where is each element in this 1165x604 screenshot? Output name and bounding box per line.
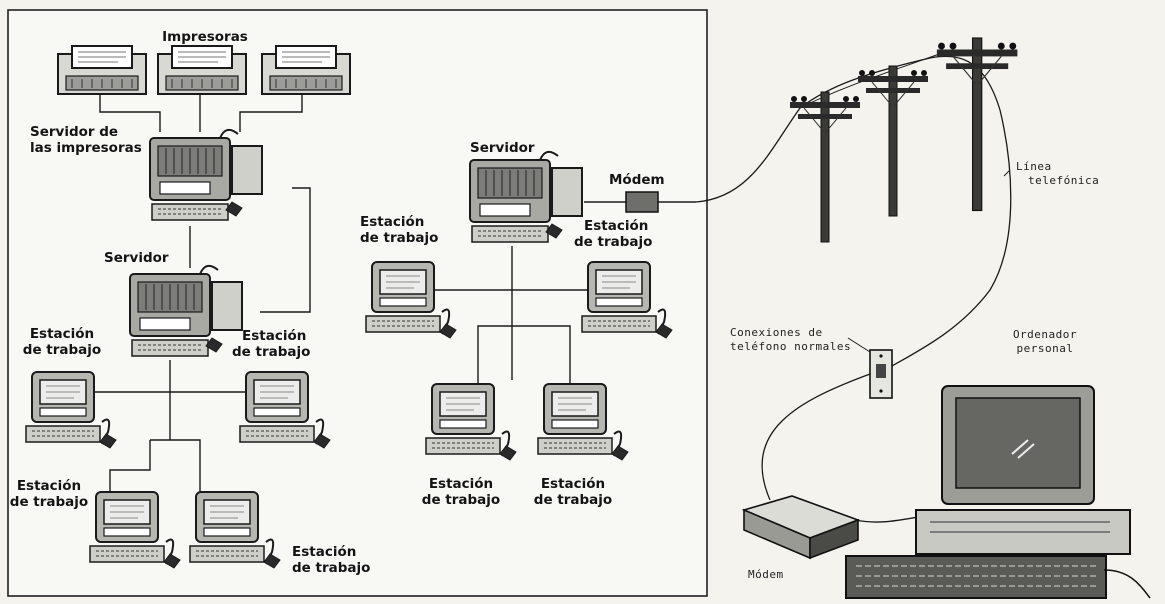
workstation-label-line1: Estación [518, 476, 628, 492]
workstation-label-line2: de trabajo [14, 342, 110, 358]
workstation-label: Estación de trabajo [406, 476, 516, 508]
printers-label: Impresoras [130, 29, 280, 45]
personal-computer-icon [846, 386, 1150, 598]
workstation-label: Estación de trabajo [6, 478, 92, 510]
phone-connections-label: Conexiones de teléfono normales [730, 326, 851, 354]
workstation-label-line2: de trabajo [232, 344, 310, 360]
workstation-label-line2: de trabajo [574, 234, 652, 250]
telephone-pole-icon [937, 38, 1018, 211]
workstation-label: Estación de trabajo [14, 326, 110, 358]
workstation-label-line1: Estación [14, 326, 110, 342]
personal-computer-label-line1: Ordenador [990, 328, 1100, 342]
phone-connections-label-line2: teléfono normales [730, 340, 851, 354]
print-server-label: Servidor de las impresoras [30, 124, 142, 156]
modem-icon [744, 496, 858, 558]
telephone-pole-icon [790, 92, 860, 242]
workstation-label: Estación de trabajo [232, 328, 310, 360]
workstation-label-line1: Estación [232, 328, 310, 344]
printer-icon [262, 46, 350, 94]
workstation-label-line1: Estación [574, 218, 652, 234]
personal-computer-label-line2: personal [990, 342, 1100, 356]
workstation-label-line2: de trabajo [360, 230, 438, 246]
phone-line-label-line2: telefónica [1016, 174, 1099, 188]
workstation-label-line2: de trabajo [518, 492, 628, 508]
personal-computer-label: Ordenador personal [990, 328, 1100, 356]
workstation-label-line2: de trabajo [406, 492, 516, 508]
phone-line-label: Línea telefónica [1016, 160, 1099, 188]
workstation-label: Estación de trabajo [360, 214, 438, 246]
phone-line-label-line1: Línea [1016, 160, 1099, 174]
workstation-label-line1: Estación [360, 214, 438, 230]
workstation-label-line2: de trabajo [6, 494, 92, 510]
telephone-pole-icon [858, 66, 928, 216]
workstation-label: Estación de trabajo [574, 218, 652, 250]
phone-connections-label-line1: Conexiones de [730, 326, 851, 340]
modem-icon [626, 192, 658, 212]
modem-label: Módem [748, 568, 784, 582]
printer-icon [158, 46, 246, 94]
workstation-label: Estación de trabajo [292, 544, 370, 576]
workstation-label: Estación de trabajo [518, 476, 628, 508]
server-label: Servidor [104, 250, 169, 266]
workstation-label-line1: Estación [6, 478, 92, 494]
server-label: Servidor [470, 140, 535, 156]
workstation-label-line1: Estación [292, 544, 370, 560]
printer-icon [58, 46, 146, 94]
modem-label: Módem [609, 172, 665, 188]
workstation-label-line2: de trabajo [292, 560, 370, 576]
print-server-label-line2: las impresoras [30, 140, 142, 156]
workstation-label-line1: Estación [406, 476, 516, 492]
print-server-label-line1: Servidor de [30, 124, 142, 140]
